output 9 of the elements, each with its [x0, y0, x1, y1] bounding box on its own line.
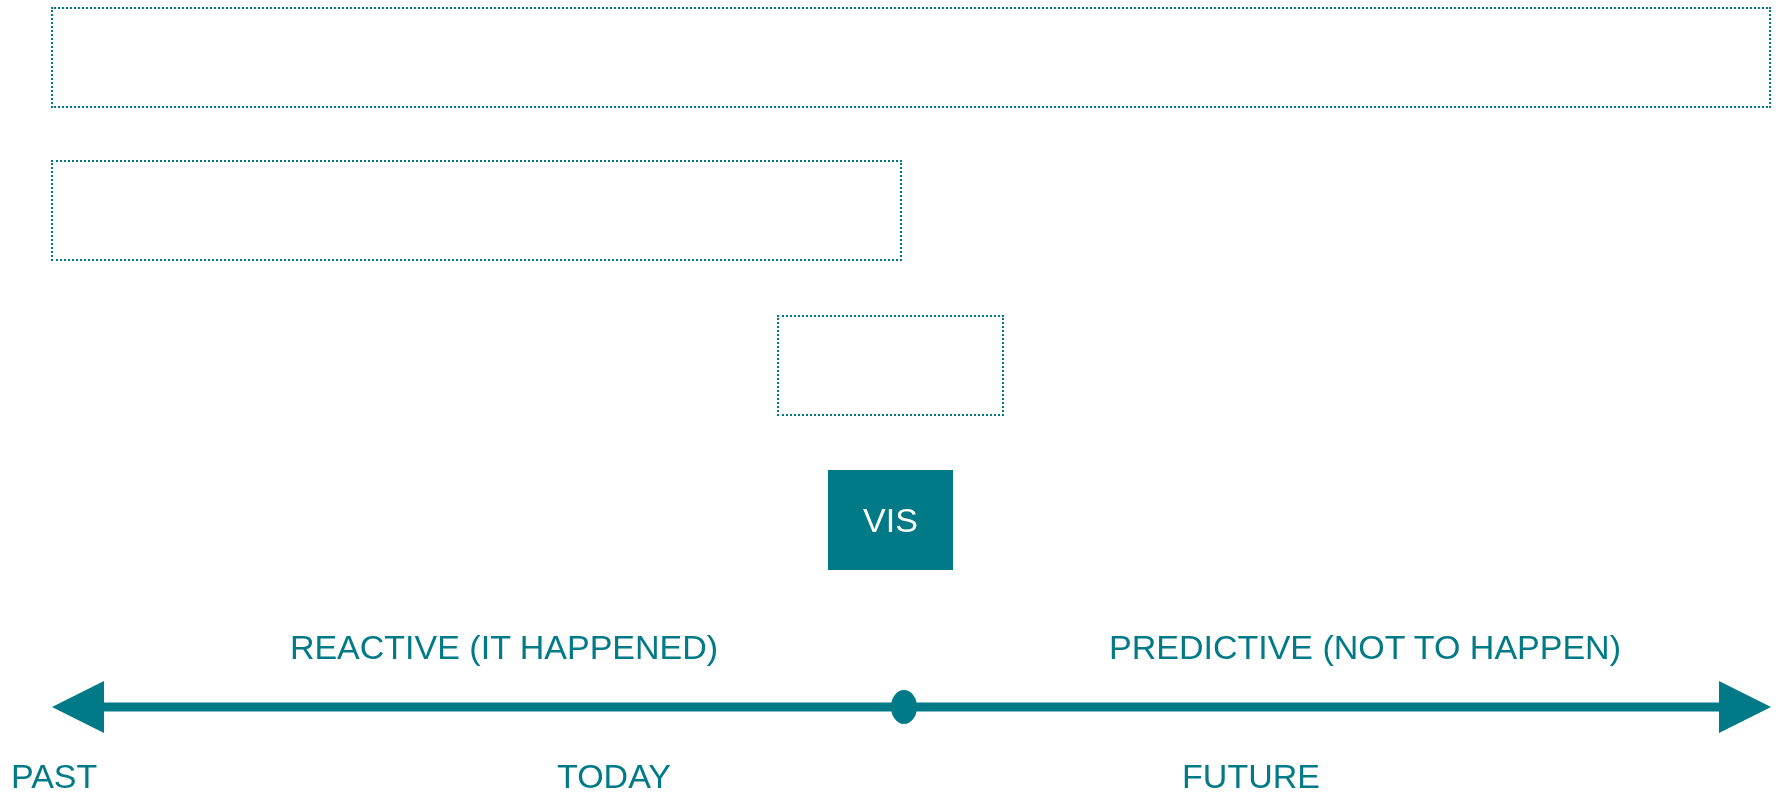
dotted-box	[777, 315, 1004, 416]
dotted-box	[51, 7, 1771, 108]
range-label: REACTIVE (IT HAPPENED)	[289, 628, 719, 667]
time-label: PAST	[11, 757, 98, 793]
time-label: FUTURE	[1182, 757, 1320, 793]
range-label: PREDICTIVE (NOT TO HAPPEN)	[1109, 628, 1621, 667]
label-box: VIS	[828, 470, 953, 570]
dotted-box	[51, 160, 902, 261]
time-label: TODAY	[557, 757, 671, 793]
